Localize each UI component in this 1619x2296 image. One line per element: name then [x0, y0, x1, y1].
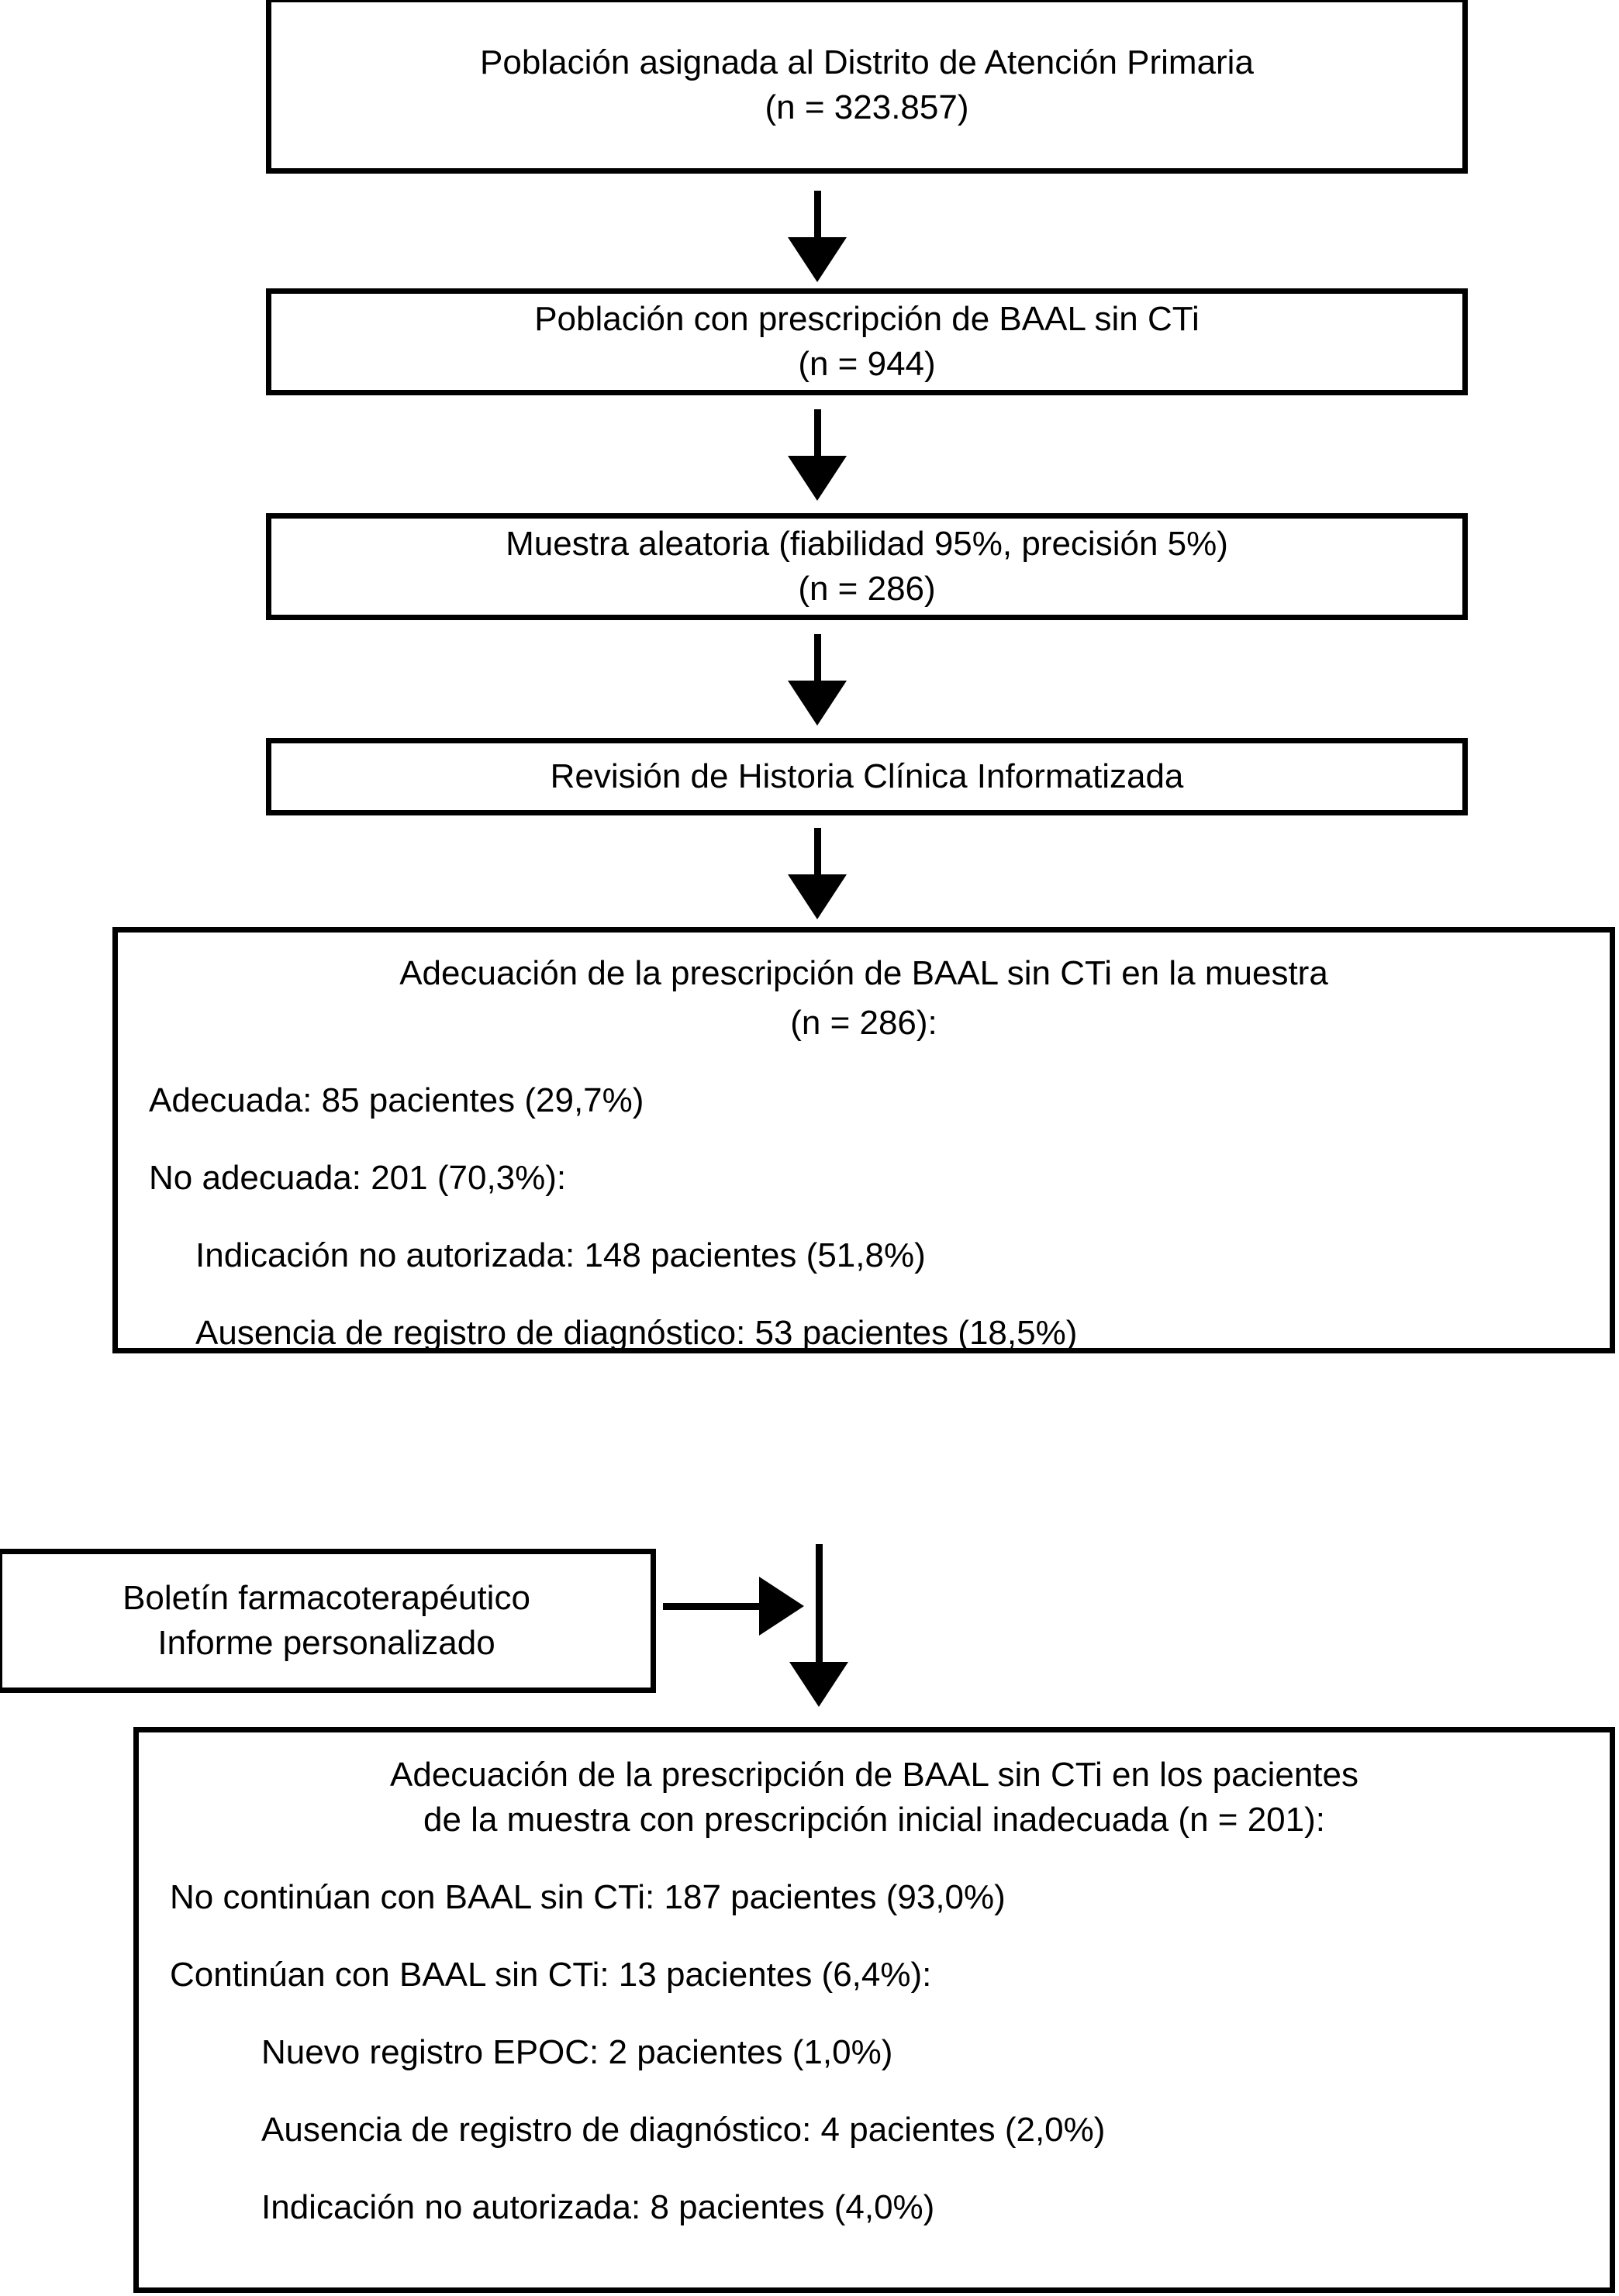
node-adecuacion-post-line1: Adecuación de la prescripción de BAAL si… — [390, 1756, 1358, 1794]
arrow-shaft — [814, 828, 821, 876]
arrow-muestra-to-revision — [788, 634, 847, 726]
arrow-intervencion-to-flow — [663, 1577, 804, 1636]
node-adecuacion-muestra: Adecuación de la prescripción de BAAL si… — [112, 927, 1615, 1353]
node-revision-historia: Revisión de Historia Clínica Informatiza… — [266, 738, 1468, 815]
arrow-head — [759, 1577, 804, 1636]
node-adecuacion-muestra-line2: (n = 286): — [790, 1004, 937, 1043]
node-adecuacion-muestra-item2b: Ausencia de registro de diagnóstico: 53 … — [195, 1314, 1078, 1353]
arrow-head — [788, 237, 847, 282]
arrow-adecuacion-to-seguimiento — [789, 1544, 848, 1707]
arrow-revision-to-adecuacion — [788, 828, 847, 919]
node-intervencion-line2: Informe personalizado — [157, 1624, 495, 1662]
node-intervencion-line1: Boletín farmacoterapéutico — [123, 1578, 530, 1617]
node-poblacion-prescripcion-line2: (n = 944) — [798, 345, 936, 383]
node-adecuacion-post-item2a: Nuevo registro EPOC: 2 pacientes (1,0%) — [261, 2033, 893, 2072]
node-poblacion-distrito-line2: (n = 323.857) — [765, 88, 969, 126]
arrow-shaft — [814, 191, 821, 239]
node-poblacion-prescripcion-line1: Población con prescripción de BAAL sin C… — [534, 299, 1200, 338]
arrow-head — [788, 681, 847, 726]
node-adecuacion-post-line2: de la muestra con prescripción inicial i… — [423, 1801, 1325, 1839]
node-poblacion-distrito-line1: Población asignada al Distrito de Atenci… — [480, 43, 1254, 81]
arrow-distrito-to-prescripcion — [788, 191, 847, 282]
node-adecuacion-post-item1: No continúan con BAAL sin CTi: 187 pacie… — [170, 1878, 1006, 1917]
node-adecuacion-post: Adecuación de la prescripción de BAAL si… — [133, 1727, 1615, 2293]
arrow-shaft — [814, 409, 821, 457]
node-poblacion-prescripcion: Población con prescripción de BAAL sin C… — [266, 288, 1468, 395]
node-muestra-aleatoria: Muestra aleatoria (fiabilidad 95%, preci… — [266, 513, 1468, 620]
node-muestra-aleatoria-line2: (n = 286) — [798, 570, 936, 608]
arrow-prescripcion-to-muestra — [788, 409, 847, 501]
node-adecuacion-post-item2: Continúan con BAAL sin CTi: 13 pacientes… — [170, 1956, 932, 1994]
node-adecuacion-post-item2c: Indicación no autorizada: 8 pacientes (4… — [261, 2188, 935, 2227]
node-muestra-aleatoria-line1: Muestra aleatoria (fiabilidad 95%, preci… — [506, 524, 1228, 563]
arrow-head — [788, 874, 847, 919]
arrow-shaft — [663, 1603, 764, 1610]
node-adecuacion-muestra-item1: Adecuada: 85 pacientes (29,7%) — [149, 1081, 644, 1120]
arrow-shaft — [816, 1544, 823, 1663]
node-adecuacion-muestra-item2a: Indicación no autorizada: 148 pacientes … — [195, 1236, 926, 1275]
node-adecuacion-post-item2b: Ausencia de registro de diagnóstico: 4 p… — [261, 2111, 1106, 2149]
node-intervencion: Boletín farmacoterapéutico Informe perso… — [0, 1549, 656, 1693]
node-adecuacion-muestra-line1: Adecuación de la prescripción de BAAL si… — [399, 954, 1328, 992]
arrow-head — [788, 456, 847, 501]
arrow-head — [789, 1662, 848, 1707]
arrow-shaft — [814, 634, 821, 682]
node-revision-historia-line1: Revisión de Historia Clínica Informatiza… — [550, 757, 1184, 795]
node-poblacion-distrito: Población asignada al Distrito de Atenci… — [266, 0, 1468, 174]
node-adecuacion-muestra-item2: No adecuada: 201 (70,3%): — [149, 1159, 567, 1198]
